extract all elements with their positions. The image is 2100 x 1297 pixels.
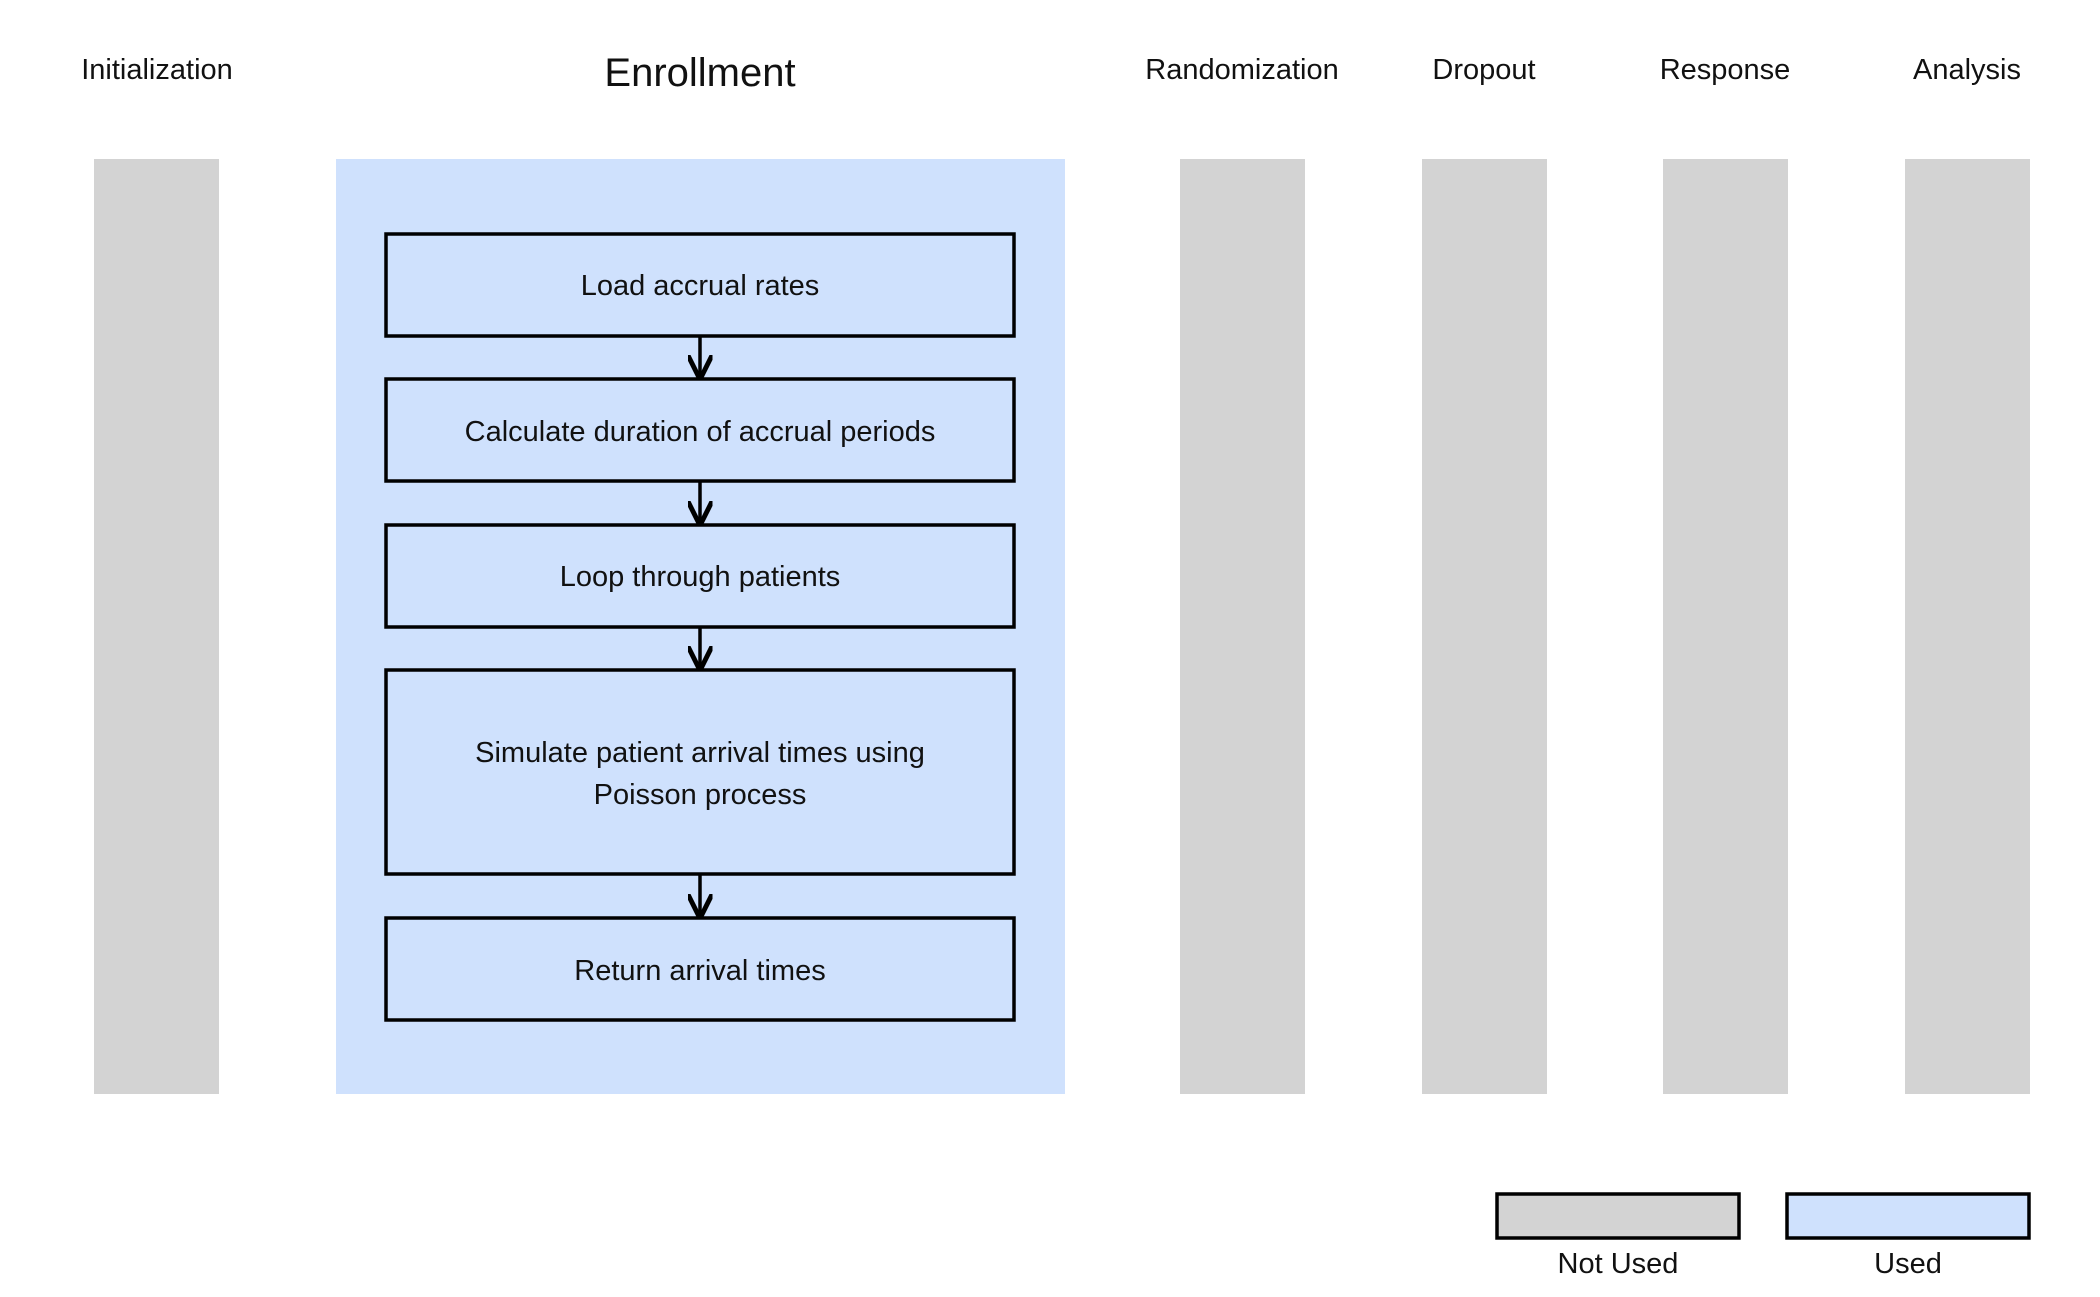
step-text-return-arrival-times: Return arrival times [574, 955, 825, 987]
legend-label-not-used: Not Used [1558, 1248, 1679, 1280]
column-label-analysis: Analysis [1913, 54, 2021, 86]
column-label-enrollment: Enrollment [604, 51, 795, 95]
legend-swatch-not-used [1495, 1192, 1741, 1240]
column-panel-dropout [1422, 159, 1547, 1094]
column-label-initialization: Initialization [81, 54, 233, 86]
step-box-simulate-arrival-times [384, 668, 1016, 876]
step-text-simulate-line-2: Poisson process [594, 779, 807, 811]
step-text-calculate-duration: Calculate duration of accrual periods [465, 416, 936, 448]
legend-label-used: Used [1874, 1248, 1942, 1280]
column-label-dropout: Dropout [1432, 54, 1535, 86]
step-text-load-accrual-rates: Load accrual rates [581, 270, 820, 302]
column-panel-analysis [1905, 159, 2030, 1094]
column-label-response: Response [1660, 54, 1791, 86]
step-box-return-arrival-times [384, 916, 1016, 1022]
step-text-simulate-line-1: Simulate patient arrival times using [475, 737, 925, 769]
column-label-randomization: Randomization [1145, 54, 1338, 86]
column-panel-response [1663, 159, 1788, 1094]
column-panel-initialization [94, 159, 219, 1094]
column-panel-randomization [1180, 159, 1305, 1094]
step-box-loop-through-patients [384, 523, 1016, 629]
step-text-loop-through-patients: Loop through patients [560, 561, 841, 593]
step-box-load-accrual-rates [384, 232, 1016, 338]
legend-swatch-used [1785, 1192, 2031, 1240]
